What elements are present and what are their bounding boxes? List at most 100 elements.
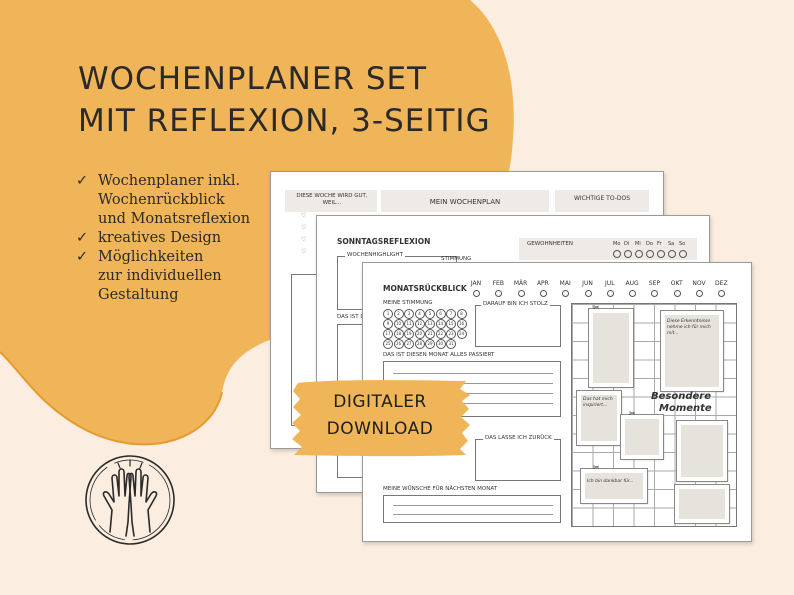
mood-day-circle[interactable]: 10 <box>393 319 404 329</box>
mood-day-circle[interactable]: 13 <box>425 319 435 329</box>
habit-day: Mo <box>613 241 621 247</box>
month-label: DEZ <box>715 280 728 287</box>
mood-day-circle[interactable]: 17 <box>383 329 393 339</box>
happened-label: DAS IST DIESEN MONAT ALLES PASSIERT <box>383 352 495 358</box>
month-label: AUG <box>625 280 639 287</box>
binder-clip-icon: ✂ <box>593 463 600 472</box>
month-label: OKT <box>670 280 683 287</box>
mood-day-circle[interactable]: 16 <box>456 319 467 329</box>
mood-day-circle[interactable]: 27 <box>404 339 414 349</box>
month-title: MONATSRÜCKBLICK <box>383 284 467 293</box>
mood-day-circle[interactable]: 21 <box>425 329 435 339</box>
week-col3-header: WICHTIGE TO-DOS <box>573 195 631 202</box>
heading-line-1: WOCHENPLANER SET <box>78 61 428 97</box>
month-circle[interactable] <box>584 290 592 297</box>
mood-day-circle[interactable]: 6 <box>435 309 446 319</box>
check-icon: ✓ <box>76 249 89 265</box>
month-label: JUL <box>605 280 615 287</box>
mood-day-circle[interactable]: 23 <box>446 329 456 339</box>
photo-frame <box>675 485 729 523</box>
habit-day: Sa <box>668 241 675 247</box>
mood-day-circle[interactable]: 28 <box>414 339 425 349</box>
proud-label: DARAUF BIN ICH STOLZ <box>481 301 550 307</box>
month-mood-label: MEINE STIMMUNG <box>383 300 433 306</box>
note-frame <box>661 311 723 391</box>
month-label: JAN <box>470 280 482 287</box>
heart-icon: ♡ <box>301 224 307 231</box>
mood-day-circle[interactable]: 30 <box>435 339 446 349</box>
month-circle[interactable] <box>673 290 681 297</box>
month-circle[interactable] <box>651 290 659 297</box>
feature-text: kreatives Design <box>98 230 222 246</box>
note-frame <box>581 469 647 503</box>
mood-day-circle[interactable]: 24 <box>456 329 467 339</box>
mood-day-circle[interactable]: 11 <box>404 319 414 329</box>
badge-line-1: DIGITALER <box>333 392 427 412</box>
mood-day-circle[interactable]: 14 <box>435 319 446 329</box>
mood-day-circle[interactable]: 12 <box>414 319 425 329</box>
month-label: NOV <box>692 280 706 287</box>
month-circle[interactable] <box>718 290 726 297</box>
page-heading: WOCHENPLANER SET MIT REFLEXION, 3-SEITIG <box>78 58 491 142</box>
mood-day-circle[interactable]: 22 <box>435 329 446 339</box>
month-label: APR <box>536 280 549 287</box>
check-icon: ✓ <box>76 173 89 189</box>
mood-day-circle[interactable]: 4 <box>414 309 425 319</box>
sunday-title: SONNTAGSREFLEXION <box>337 237 431 246</box>
feature-text: Wochenplaner inkl. Wochenrückblick und M… <box>98 173 251 227</box>
photo-frame <box>677 421 727 481</box>
sunday-highlight-label: WOCHENHIGHLIGHT <box>345 252 405 258</box>
mood-day-circle[interactable]: 3 <box>404 309 414 319</box>
mood-day-circle[interactable]: 7 <box>446 309 456 319</box>
mood-day-circle[interactable]: 31 <box>446 339 456 349</box>
mood-day-circle[interactable]: 9 <box>383 319 393 329</box>
note-frame <box>577 391 621 445</box>
note-3: Ich bin dankbar für... <box>587 479 634 484</box>
special-moments-line-2: Momente <box>659 403 712 414</box>
feature-item: ✓ Wochenplaner inkl. Wochenrückblick und … <box>76 172 250 229</box>
month-circle[interactable] <box>629 290 637 297</box>
note-1: Diese Erkenntnisse nehme ich für mich mi… <box>667 319 711 336</box>
feature-list: ✓ Wochenplaner inkl. Wochenrückblick und … <box>76 172 250 305</box>
month-circle[interactable] <box>606 290 614 297</box>
mood-day-circle[interactable]: 15 <box>446 319 456 329</box>
photo-frame <box>621 415 663 459</box>
heart-icon: ♡ <box>301 236 307 243</box>
binder-clip-icon: ✂ <box>593 303 600 312</box>
mood-day-circle[interactable]: 25 <box>383 339 393 349</box>
month-label: JUN <box>582 280 593 287</box>
heading-line-2: MIT REFLEXION, 3-SEITIG <box>78 103 491 139</box>
mood-day-circle[interactable]: 18 <box>393 329 404 339</box>
check-icon: ✓ <box>76 230 89 246</box>
mood-day-circle[interactable]: 1 <box>383 309 393 319</box>
mood-day-circle[interactable]: 8 <box>456 309 467 319</box>
mood-day-circle[interactable]: 20 <box>414 329 425 339</box>
mood-day-circle[interactable]: 2 <box>393 309 404 319</box>
month-circle[interactable] <box>539 290 547 297</box>
month-circle[interactable] <box>495 290 503 297</box>
month-circle[interactable] <box>562 290 570 297</box>
sunday-mood-label: STIMMUNG <box>441 256 472 262</box>
mood-day-circle[interactable]: 19 <box>404 329 414 339</box>
mood-day-circle[interactable]: 5 <box>425 309 435 319</box>
heart-icon: ♡ <box>301 212 307 219</box>
mood-day-circle[interactable]: 26 <box>393 339 404 349</box>
week-col2-header: MEIN WOCHENPLAN <box>429 198 501 206</box>
month-label: MAI <box>559 280 571 287</box>
feature-item: ✓ Möglichkeiten zur individuellen Gestalt… <box>76 248 250 305</box>
binder-clip-icon: ✂ <box>629 409 636 418</box>
month-circle[interactable] <box>517 290 525 297</box>
sunday-habits-label: GEWOHNHEITEN <box>527 241 573 247</box>
download-badge: DIGITALER DOWNLOAD <box>290 389 470 443</box>
mood-day-circle[interactable]: 29 <box>425 339 435 349</box>
feature-item: ✓ kreatives Design <box>76 229 250 248</box>
habit-day: Di <box>624 241 630 247</box>
feature-text: Möglichkeiten zur individuellen Gestaltu… <box>98 249 222 303</box>
special-moments-line-1: Besondere <box>651 391 711 402</box>
month-label: SEP <box>648 280 660 287</box>
habit-day: Fr <box>657 241 662 247</box>
month-circle[interactable] <box>473 290 480 297</box>
month-circle[interactable] <box>696 290 703 297</box>
